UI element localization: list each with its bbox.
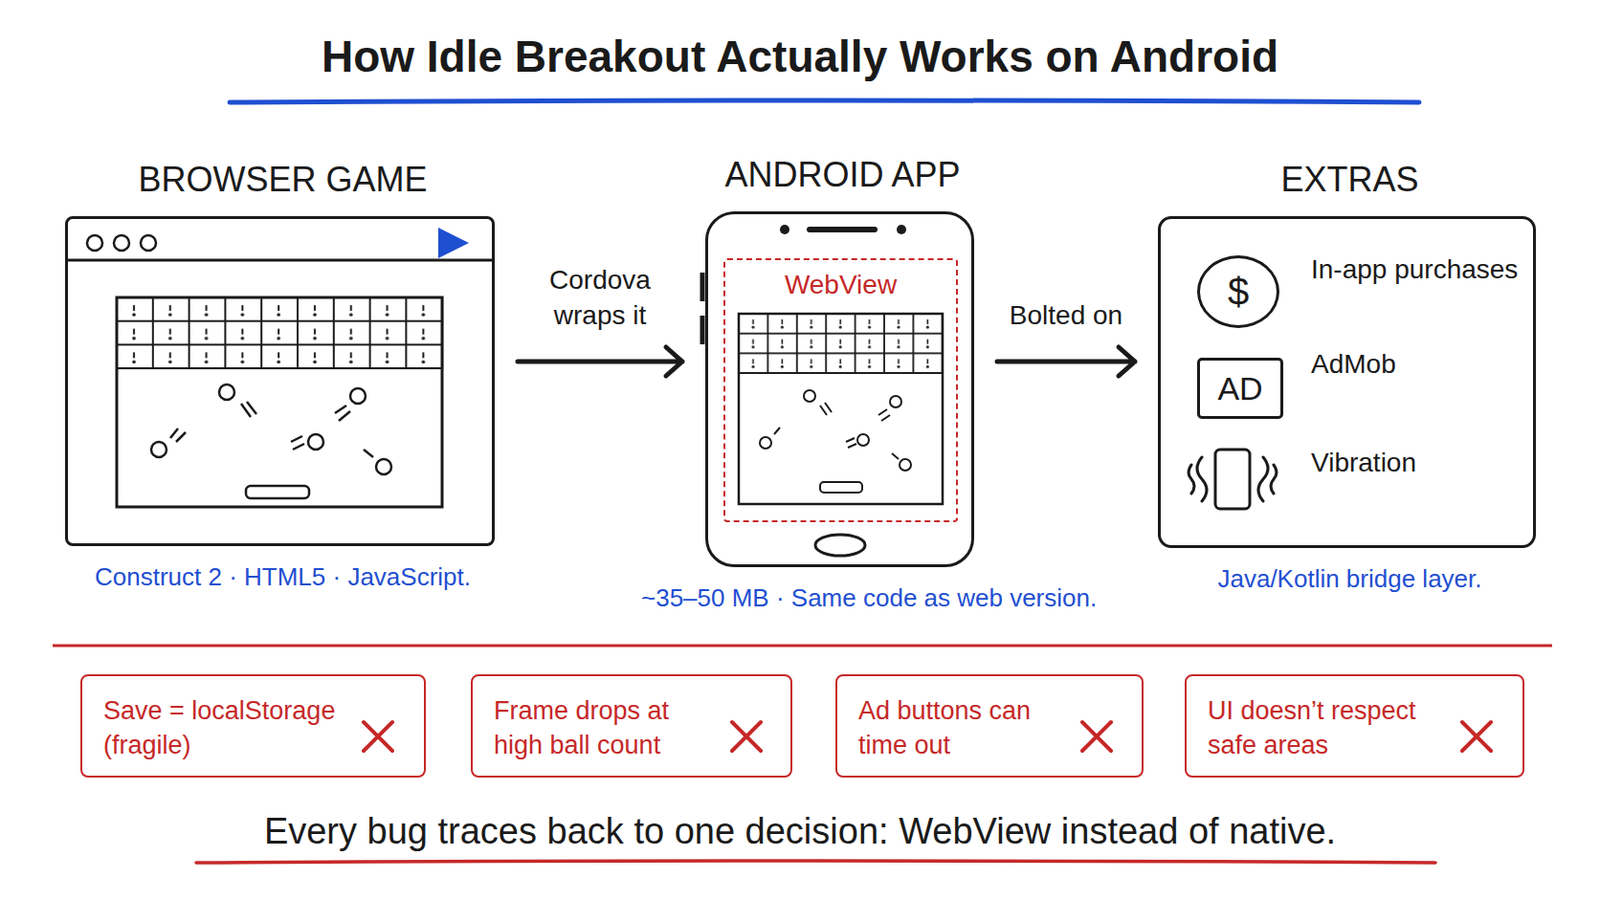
phone-sensor [896,224,907,235]
separator-line [52,644,1553,648]
node-text: AD [1200,372,1281,405]
feature-label: Vibration [1311,447,1417,479]
home-button [815,534,866,556]
browser-bar-line [66,259,493,263]
game-screen [738,313,943,505]
flow-arrow [997,347,1135,377]
window-dot [87,235,103,251]
problem-box: UI doesn’t respect safe areas [1184,674,1525,778]
title-underline [229,100,1420,103]
arrow-line [517,347,683,377]
game-screen [116,297,443,508]
browser-window: BROWSER GAMEConstruct 2 · HTML5 · JavaSc… [65,216,495,547]
node-text: Save = localStorage (fragile) [103,693,344,764]
ad-badge: AD [1197,357,1284,420]
phone-speaker [809,226,875,233]
node-text: $ [1200,272,1277,312]
edge-label: Bolted on [989,298,1143,334]
node-text: Java/Kotlin bridge layer. [1093,564,1600,595]
window-dot [140,235,156,251]
node-text: WebView [725,269,956,301]
side-button [700,315,706,345]
play-icon [438,227,469,259]
dollar-circle: $ [1197,255,1280,329]
phone-camera [779,224,790,235]
node-text: ANDROID APP [650,155,1035,196]
side-button [700,272,706,302]
paddle [245,486,310,499]
feature-label: In-app purchases [1311,254,1518,286]
paddle [820,482,863,493]
balls [759,390,912,471]
problem-box: Frame drops at high ball count [470,674,793,778]
brick-rows [738,313,943,374]
feature-label: AdMob [1311,349,1397,380]
caption-underline [196,861,1436,864]
problem-box: Ad buttons can time out [835,674,1144,778]
diagram-caption: Every bug traces back to one decision: W… [0,811,1600,853]
arrow-line [997,347,1135,377]
problem-box: Save = localStorage (fragile) [80,674,426,778]
flow-arrow [517,347,683,377]
brick-rows [116,297,443,369]
node-text: ~35–50 MB · Same code as web version. [641,583,1045,614]
diagram-title: How Idle Breakout Actually Works on Andr… [0,30,1600,83]
node-text: Ad buttons can time out [858,693,1062,764]
node-text: UI doesn’t respect safe areas [1207,693,1443,764]
node-text: Frame drops at high ball count [493,693,711,764]
webview-region: WebView [723,258,958,523]
phone-frame: ANDROID APP~35–50 MB · Same code as web … [705,211,975,568]
balls [151,384,392,475]
node-text: BROWSER GAME [10,159,556,200]
window-dot [113,235,130,251]
node-text: Construct 2 · HTML5 · JavaScript. [0,562,565,593]
vibration-icon [1188,449,1277,510]
node-text: EXTRAS [1103,159,1597,200]
edge-label: Cordova wraps it [523,263,677,334]
